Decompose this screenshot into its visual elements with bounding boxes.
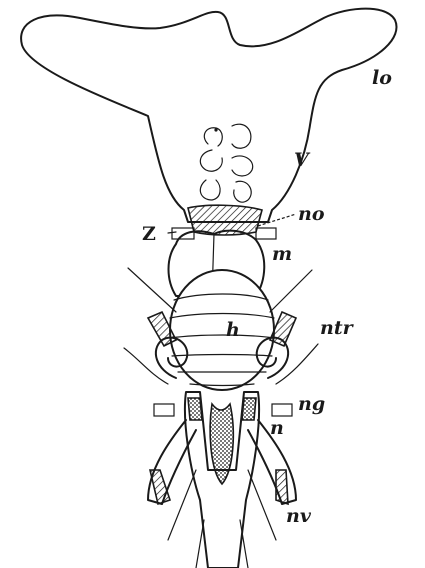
fourth-ventricle xyxy=(210,404,233,484)
label-lo: lo xyxy=(372,67,392,89)
ng-left-dots xyxy=(188,398,202,420)
label-no: no xyxy=(298,203,325,225)
label-h: h xyxy=(226,319,240,341)
leader-no xyxy=(258,214,296,226)
label-ntr: ntr xyxy=(320,317,355,339)
label-n: n xyxy=(270,417,284,439)
forebrain-lobules xyxy=(200,124,252,202)
leader-z xyxy=(168,232,176,233)
label-v: V xyxy=(294,149,311,171)
label-z: Z xyxy=(142,223,156,245)
ng-right-dots xyxy=(242,398,256,420)
label-ng: ng xyxy=(298,393,325,415)
z-stub-left xyxy=(172,228,194,239)
label-m: m xyxy=(272,243,292,265)
vagus-nerve-left xyxy=(148,420,196,504)
label-nv: nv xyxy=(286,505,312,527)
z-stub-right xyxy=(256,228,276,239)
forebrain-outline xyxy=(21,9,396,222)
